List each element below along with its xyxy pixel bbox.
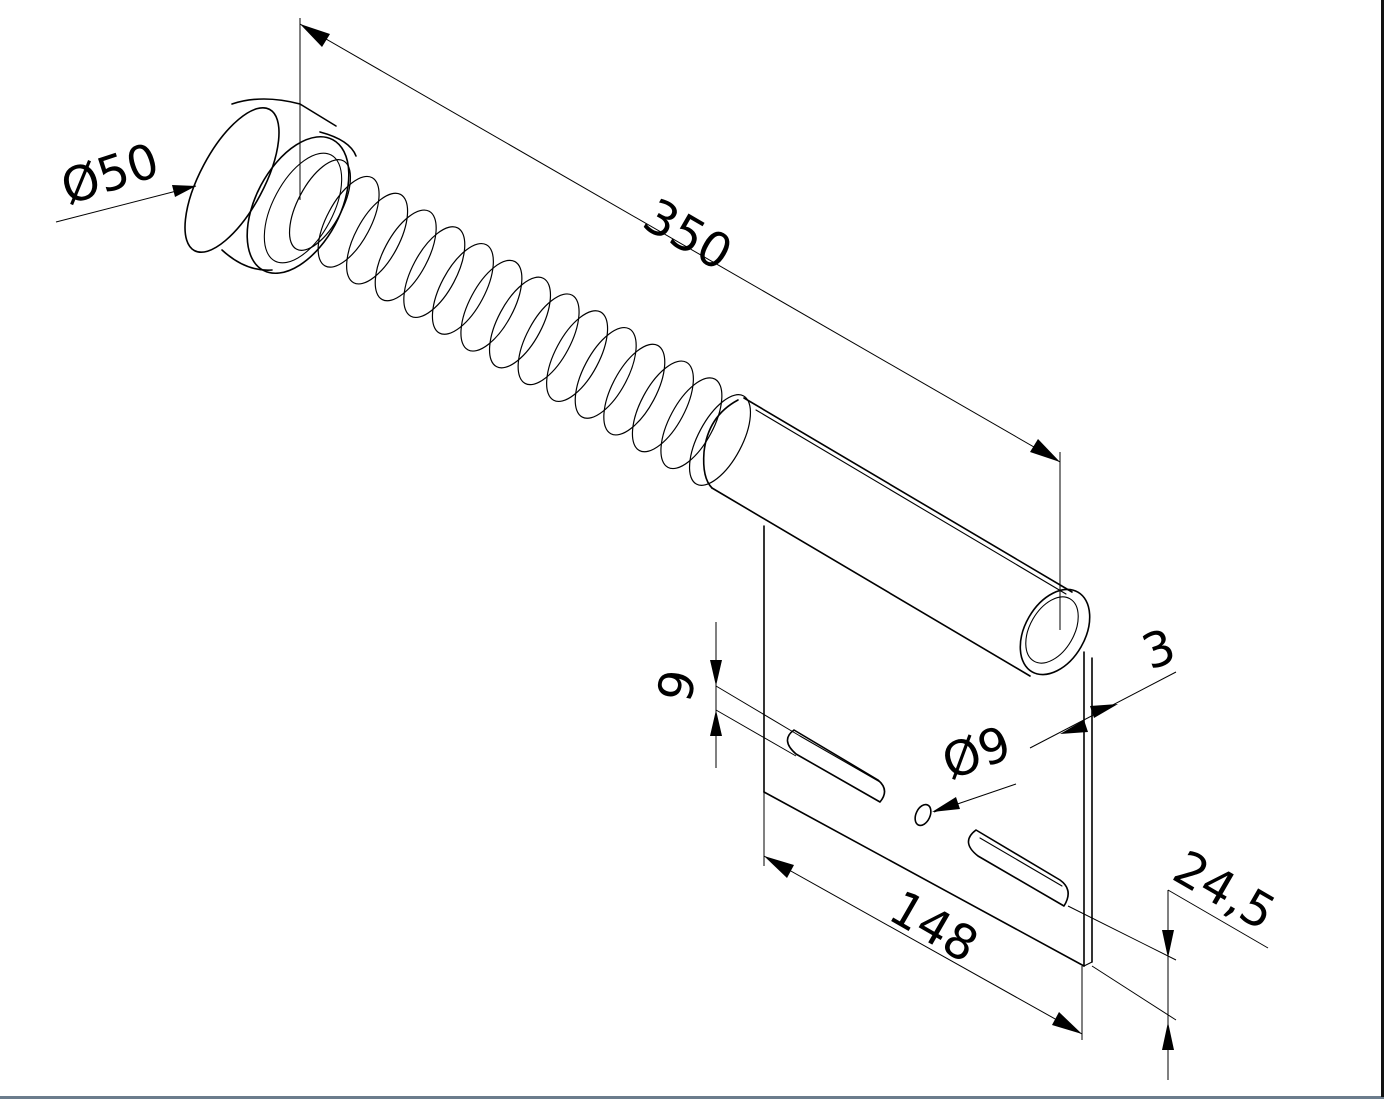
dimension-plate-thickness: 3 [1029, 618, 1183, 749]
spring-coil [317, 175, 380, 268]
spring-coil [631, 360, 694, 453]
label-offset: 24,5 [1164, 840, 1285, 942]
window-right-border [1381, 0, 1384, 1097]
spring-coil [660, 377, 723, 470]
spring-coil [574, 326, 637, 419]
spring [288, 159, 752, 486]
dimension-offset: 24,5 [1067, 840, 1285, 1080]
spring-coil [546, 310, 609, 403]
spring-coil [603, 343, 666, 436]
label-length-total: 350 [634, 188, 741, 282]
spring-coil [431, 242, 494, 335]
dimension-length-total: 350 [299, 18, 1061, 630]
spring-coil [346, 192, 409, 285]
slot-left [786, 729, 886, 803]
dimension-hole-diameter: Ø9 [932, 715, 1018, 813]
spring-coil [288, 159, 352, 251]
dimension-plate-width: 148 [763, 792, 1083, 1040]
label-plate-thickness: 3 [1135, 618, 1183, 681]
spring-coil [517, 293, 580, 386]
spring-coil [403, 226, 466, 319]
spring-coil [460, 259, 523, 352]
label-hole-diameter: Ø9 [935, 715, 1018, 791]
dimension-slot-width: 9 [647, 622, 801, 768]
label-diameter-head: Ø50 [54, 133, 165, 217]
spring-coil [488, 276, 552, 369]
spring-coil [688, 394, 752, 486]
window-bottom-border [0, 1096, 1384, 1099]
spring-coil [374, 209, 437, 302]
pin-shaft [702, 397, 1091, 677]
dimension-diameter-head: Ø50 [54, 133, 197, 223]
pin-head [184, 98, 357, 275]
label-slot-width: 9 [647, 665, 708, 707]
label-plate-width: 148 [880, 880, 987, 974]
slot-right [967, 829, 1069, 907]
hole [914, 803, 932, 827]
